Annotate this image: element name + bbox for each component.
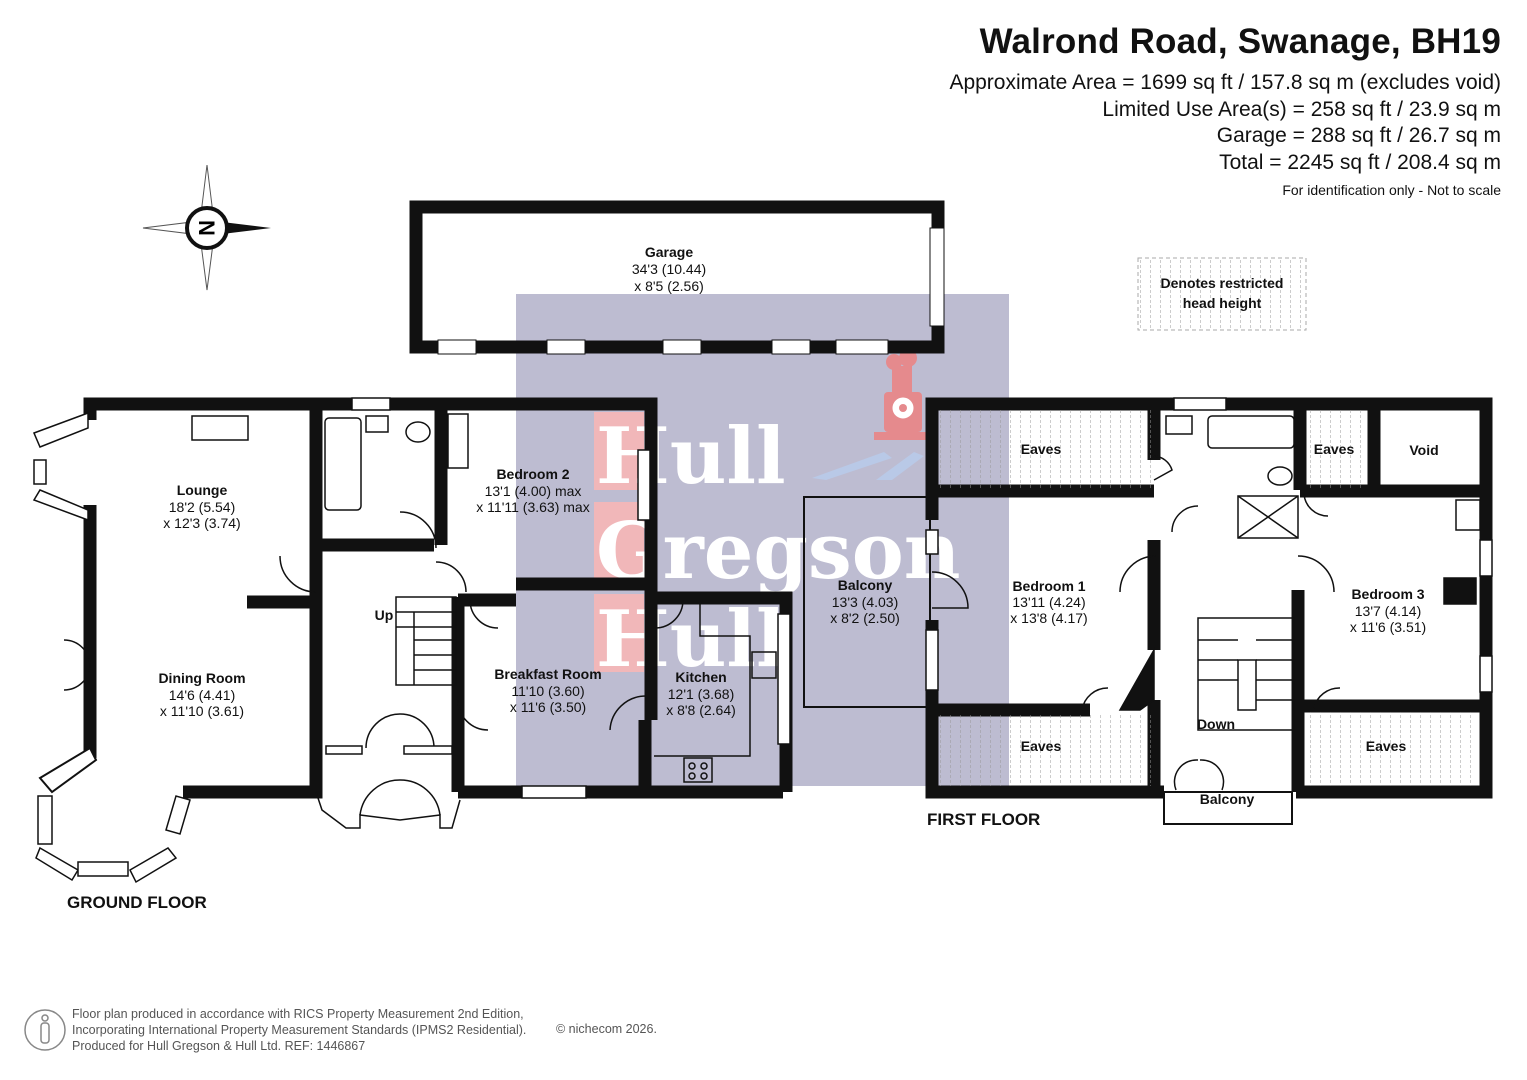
copyright: © nichecom 2026. — [556, 1022, 657, 1036]
property-title: Walrond Road, Swanage, BH19 — [979, 22, 1501, 61]
lounge-dim1: 18'2 (5.54) — [169, 499, 236, 515]
kitchen-dim2: x 8'8 (2.64) — [666, 702, 736, 718]
watermark-h-box — [594, 412, 644, 490]
watermark-line-1: Hull — [596, 411, 786, 502]
legend: Denotes restricted head height — [1137, 257, 1307, 331]
bedroom1-dim1: 13'11 (4.24) — [1012, 594, 1085, 610]
eaves-areas — [938, 410, 1478, 786]
footer: Floor plan produced in accordance with R… — [72, 1006, 526, 1054]
garage-dim2: x 8'5 (2.56) — [634, 278, 704, 294]
dining-dim1: 14'6 (4.41) — [169, 687, 236, 703]
bedroom2-dim1: 13'1 (4.00) max — [485, 483, 582, 499]
breakfast-name: Breakfast Room — [494, 666, 601, 682]
footer-line-1: Floor plan produced in accordance with R… — [72, 1007, 524, 1021]
balcony-dim2: x 8'2 (2.50) — [830, 610, 900, 626]
void-label: Void — [1409, 442, 1438, 458]
train-logo-icon — [812, 349, 930, 480]
garage-area: Garage = 288 sq ft / 26.7 sq m — [1216, 124, 1501, 147]
bedroom1-name: Bedroom 1 — [1012, 578, 1085, 594]
footer-line-3: Produced for Hull Gregson & Hull Ltd. RE… — [72, 1039, 366, 1053]
kitchen-dim1: 12'1 (3.68) — [668, 686, 735, 702]
bedroom3-dim1: 13'7 (4.14) — [1355, 603, 1422, 619]
lounge-dim2: x 12'3 (3.74) — [163, 515, 240, 531]
garage-dim1: 34'3 (10.44) — [632, 261, 706, 277]
total-area: Total = 2245 sq ft / 208.4 sq m — [1219, 150, 1501, 174]
header: Walrond Road, Swanage, BH19 Approximate … — [949, 22, 1501, 198]
bedroom1-dim2: x 13'8 (4.17) — [1010, 610, 1087, 626]
legend-line-1: Denotes restricted — [1161, 275, 1284, 291]
footer-line-2: Incorporating International Property Mea… — [72, 1023, 527, 1037]
person-icon — [24, 1009, 66, 1051]
balcony-name: Balcony — [838, 577, 893, 593]
garage — [409, 200, 945, 355]
compass-icon: N — [142, 164, 271, 291]
legend-line-2: head height — [1183, 295, 1262, 311]
bedroom2-name: Bedroom 2 — [496, 466, 569, 482]
dining-name: Dining Room — [158, 670, 245, 686]
first-floor-label: FIRST FLOOR — [927, 810, 1040, 829]
first-floor-details — [803, 397, 1493, 825]
watermark-line-3: Hull — [596, 594, 786, 685]
garage-name: Garage — [645, 244, 693, 260]
kitchen-name: Kitchen — [675, 669, 726, 685]
stairs-up-label: Up — [375, 607, 394, 623]
bedroom2-dim2: x 11'11 (3.63) max — [476, 499, 589, 515]
balcony-dim1: 13'3 (4.03) — [832, 594, 899, 610]
approximate-area: Approximate Area = 1699 sq ft / 157.8 sq… — [949, 71, 1501, 94]
eaves-bottom-right: Eaves — [1366, 738, 1407, 754]
stairs-down-label: Down — [1197, 716, 1235, 732]
ground-floor-details — [32, 397, 791, 884]
compass-letter: N — [194, 220, 219, 236]
limited-use-area: Limited Use Area(s) = 258 sq ft / 23.9 s… — [1102, 97, 1501, 121]
dining-dim2: x 11'10 (3.61) — [160, 703, 244, 719]
bedroom3-name: Bedroom 3 — [1351, 586, 1424, 602]
eaves-top-right: Eaves — [1314, 441, 1355, 457]
breakfast-dim2: x 11'6 (3.50) — [510, 699, 586, 715]
lounge-name: Lounge — [177, 482, 228, 498]
ground-floor-label: GROUND FLOOR — [67, 893, 207, 912]
breakfast-dim1: 11'10 (3.60) — [511, 683, 584, 699]
room-labels: Garage 34'3 (10.44) x 8'5 (2.56) Lounge … — [158, 244, 1438, 807]
bedroom3-dim2: x 11'6 (3.51) — [1350, 619, 1426, 635]
balcony-small-label: Balcony — [1200, 791, 1255, 807]
eaves-bottom-left: Eaves — [1021, 738, 1062, 754]
scale-note: For identification only - Not to scale — [1282, 182, 1501, 198]
watermark-h2-box — [594, 594, 644, 672]
watermark-g-box — [594, 502, 644, 584]
eaves-top-left: Eaves — [1021, 441, 1062, 457]
